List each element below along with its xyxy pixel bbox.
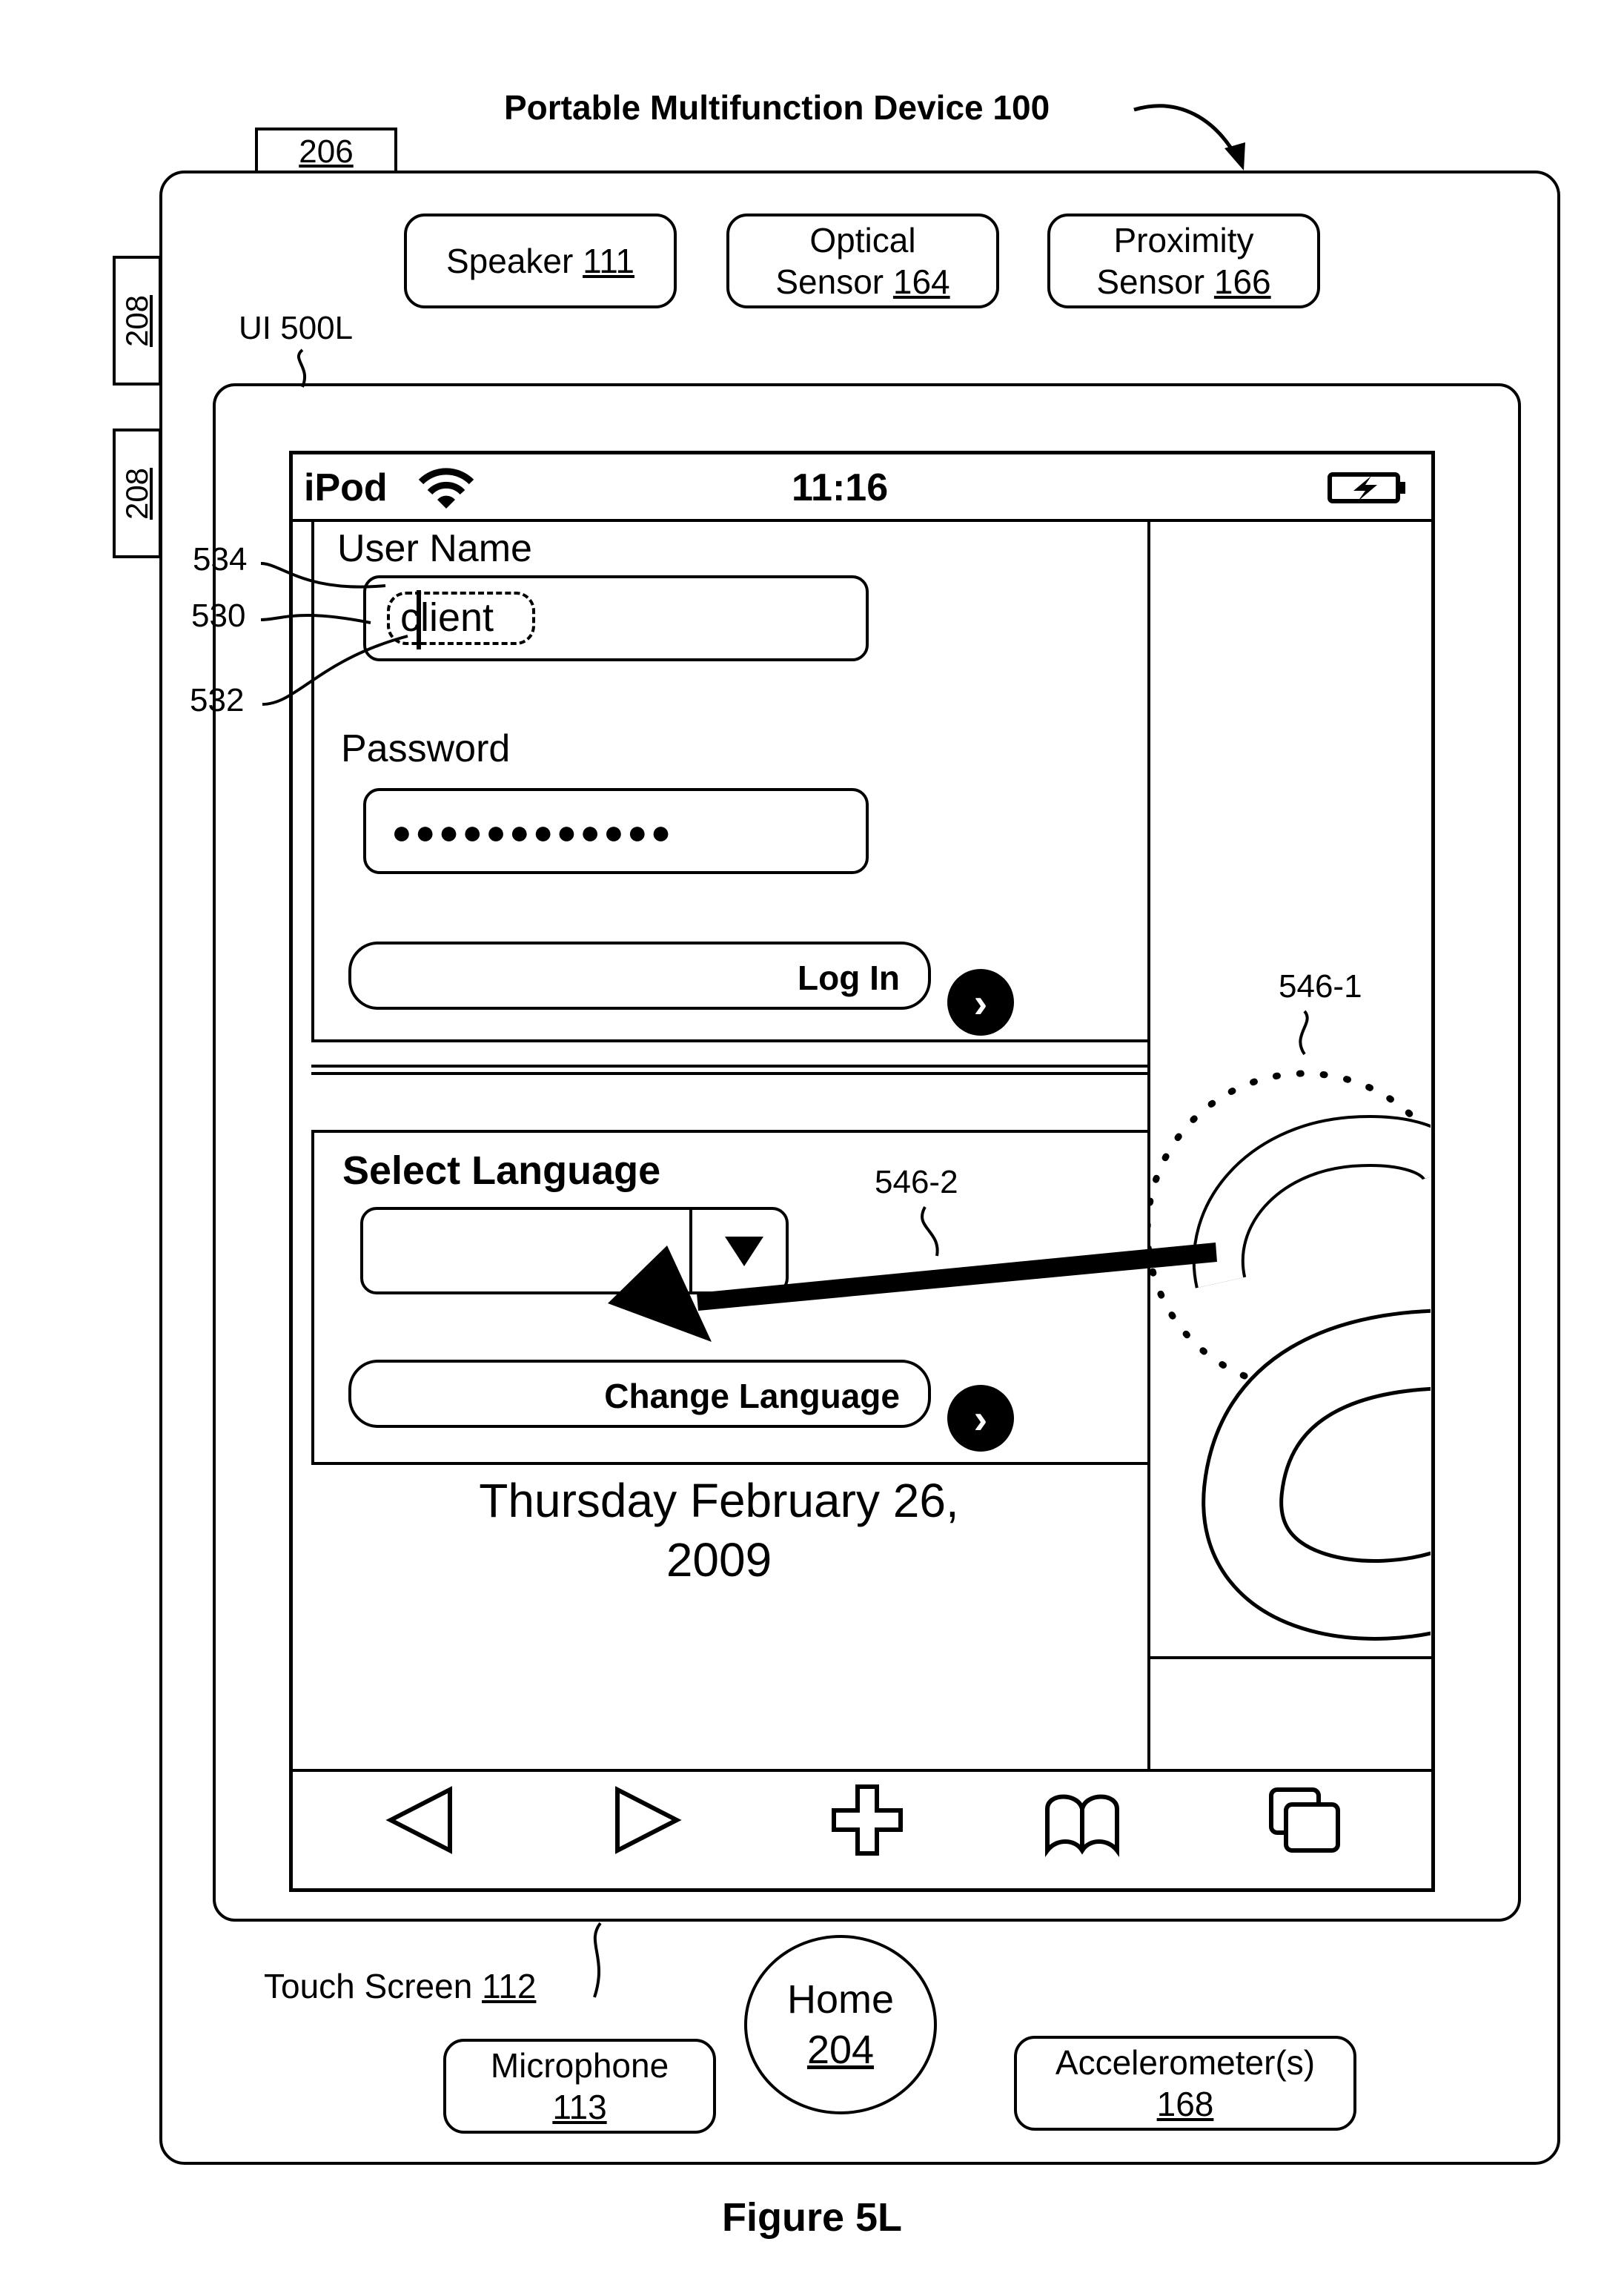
ref-546-1: 546-1 bbox=[1279, 968, 1362, 1005]
figure-caption: Figure 5L bbox=[0, 2194, 1624, 2240]
side-button-ref: 208 bbox=[119, 294, 155, 346]
home-button[interactable]: Home 204 bbox=[744, 1935, 937, 2114]
proximity-sensor-box: Proximity Sensor 166 bbox=[1047, 214, 1320, 308]
ref-leaders-534-530-532 bbox=[252, 549, 430, 719]
side-button-208-lower: 208 bbox=[113, 429, 162, 558]
ref-534: 534 bbox=[193, 541, 247, 578]
side-button-ref: 208 bbox=[119, 467, 155, 519]
touch-screen-ref: 112 bbox=[482, 1967, 536, 2005]
home-ref: 204 bbox=[807, 2025, 874, 2075]
back-icon[interactable] bbox=[382, 1779, 463, 1861]
proximity-label: Proximity bbox=[1113, 219, 1253, 261]
proximity-label-2: Sensor bbox=[1096, 262, 1204, 301]
speaker-ref: 111 bbox=[583, 242, 634, 280]
top-button-ref: 206 bbox=[299, 133, 353, 171]
proximity-ref: 166 bbox=[1214, 262, 1271, 301]
accelerometer-ref: 168 bbox=[1157, 2083, 1214, 2125]
panel-separator-2 bbox=[311, 1072, 1150, 1075]
optical-sensor-box: Optical Sensor 164 bbox=[726, 214, 999, 308]
ref-546-2: 546-2 bbox=[875, 1164, 958, 1201]
optical-ref: 164 bbox=[893, 262, 950, 301]
speaker-label: Speaker bbox=[446, 242, 573, 280]
login-go-icon[interactable]: › bbox=[947, 969, 1014, 1036]
toolbar-divider bbox=[293, 1769, 1431, 1772]
top-button-206: 206 bbox=[255, 128, 397, 173]
status-time: 11:16 bbox=[792, 466, 888, 510]
ref-546-1-leader bbox=[1290, 1010, 1319, 1057]
optical-label-2: Sensor bbox=[775, 262, 884, 301]
password-label: Password bbox=[341, 727, 510, 771]
accelerometer-box: Accelerometer(s) 168 bbox=[1014, 2036, 1356, 2131]
touch-screen-label-text: Touch Screen bbox=[264, 1967, 472, 2005]
change-language-button[interactable]: Change Language bbox=[348, 1360, 931, 1428]
device-title-arrow bbox=[1127, 96, 1275, 178]
bookmarks-icon[interactable] bbox=[1041, 1779, 1123, 1861]
microphone-ref: 113 bbox=[552, 2086, 606, 2128]
touch-screen-leader bbox=[578, 1920, 623, 2002]
select-language-title: Select Language bbox=[342, 1148, 660, 1194]
microphone-box: Microphone 113 bbox=[443, 2039, 716, 2134]
date-line-2: 2009 bbox=[311, 1530, 1127, 1589]
change-language-label: Change Language bbox=[604, 1376, 900, 1416]
panel-separator-1 bbox=[311, 1065, 1150, 1068]
ref-546-2-leader bbox=[912, 1205, 956, 1257]
pages-icon[interactable] bbox=[1264, 1779, 1345, 1861]
password-value: ●●●●●●●●●●●● bbox=[391, 812, 674, 852]
home-label: Home bbox=[787, 1974, 894, 2025]
wifi-icon bbox=[417, 466, 476, 510]
login-button-label: Log In bbox=[798, 958, 900, 998]
login-button[interactable]: Log In bbox=[348, 942, 931, 1010]
optical-label: Optical bbox=[809, 219, 915, 261]
device-title: Portable Multifunction Device 100 bbox=[504, 87, 1050, 128]
ui-label: UI 500L bbox=[239, 310, 353, 347]
date-line-1: Thursday February 26, bbox=[311, 1471, 1127, 1530]
username-field[interactable]: client bbox=[363, 575, 869, 661]
ref-530: 530 bbox=[191, 598, 245, 635]
microphone-label: Microphone bbox=[491, 2045, 669, 2086]
carrier-label: iPod bbox=[304, 466, 388, 510]
accelerometer-label: Accelerometer(s) bbox=[1055, 2042, 1315, 2083]
touch-screen-label: Touch Screen 112 bbox=[264, 1966, 536, 2006]
date-display: Thursday February 26, 2009 bbox=[311, 1471, 1127, 1589]
side-button-208-upper: 208 bbox=[113, 256, 162, 386]
battery-icon bbox=[1327, 470, 1408, 506]
add-icon[interactable] bbox=[826, 1779, 908, 1861]
ref-532: 532 bbox=[190, 682, 244, 719]
change-language-go-icon[interactable]: › bbox=[947, 1385, 1014, 1452]
forward-icon[interactable] bbox=[604, 1779, 686, 1861]
speaker-box: Speaker 111 bbox=[404, 214, 677, 308]
password-field[interactable]: ●●●●●●●●●●●● bbox=[363, 788, 869, 874]
